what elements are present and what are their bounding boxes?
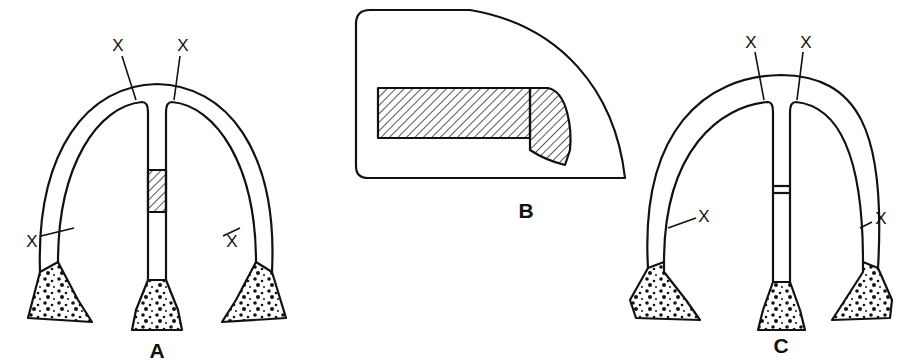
callout-letter: X <box>745 34 756 51</box>
callout-letter: X <box>800 34 811 51</box>
callout-letter: X <box>226 233 237 250</box>
callout-letter: X <box>177 37 188 54</box>
panel-letter: B <box>518 200 533 221</box>
panel-letter: A <box>149 340 164 361</box>
callout-letter: X <box>26 233 37 250</box>
callout-letter: X <box>875 210 886 227</box>
panel-letter: C <box>773 335 788 356</box>
callout-letter: X <box>698 208 709 225</box>
callout-letter: X <box>112 37 123 54</box>
